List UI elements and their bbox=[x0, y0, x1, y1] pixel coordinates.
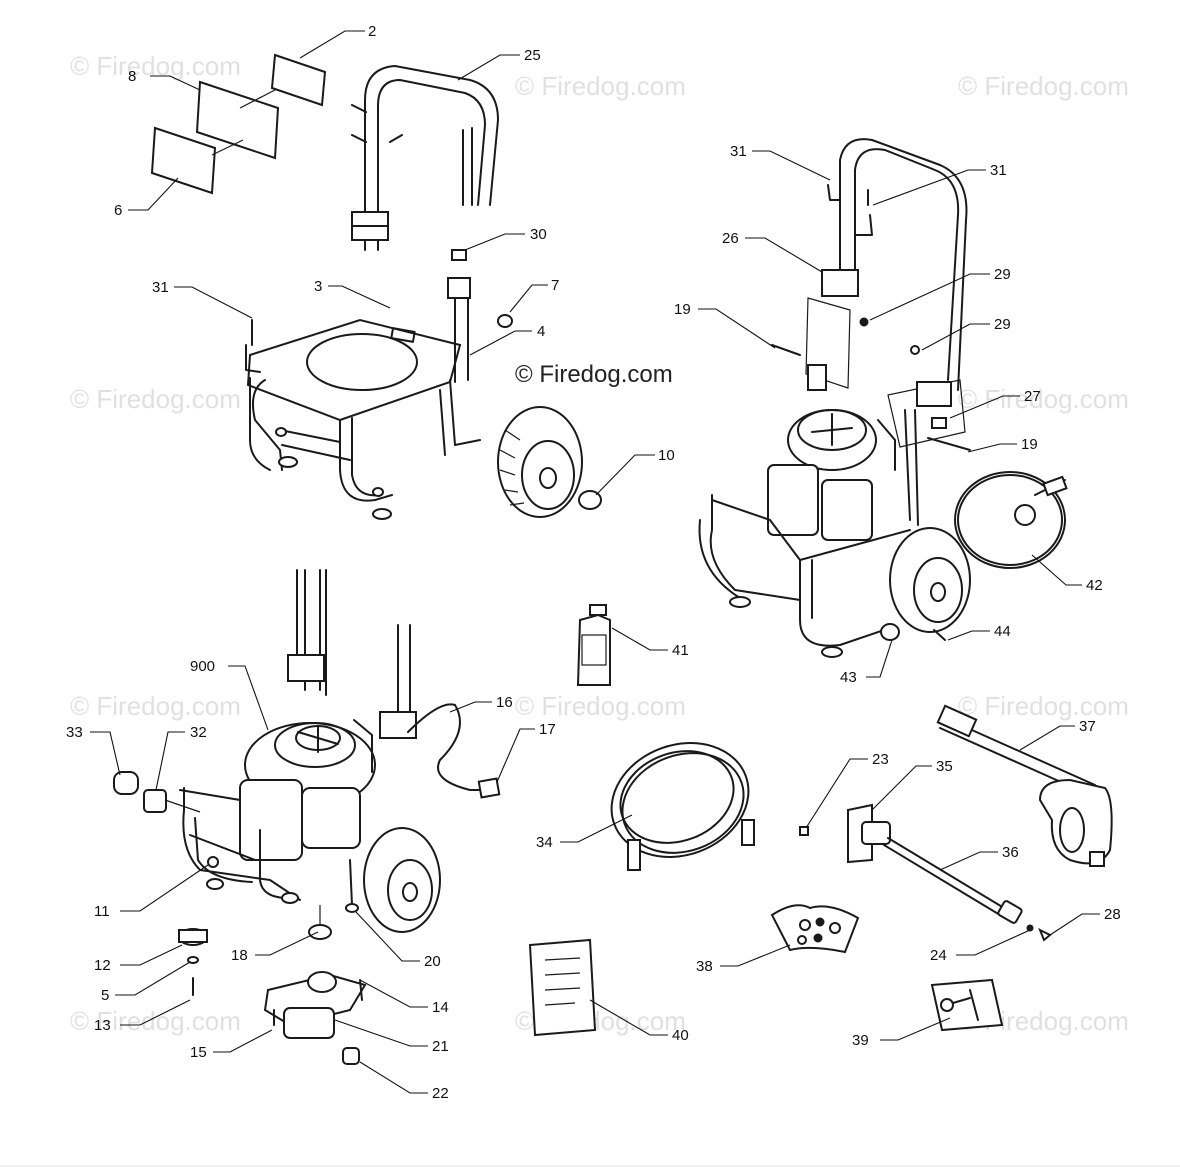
hubcap-10 bbox=[578, 490, 602, 510]
bolt-19b bbox=[927, 437, 971, 451]
callout-15: 15 bbox=[190, 1044, 207, 1061]
callout-34: 34 bbox=[536, 834, 553, 851]
fitting-17 bbox=[477, 777, 501, 799]
callout-39: 39 bbox=[852, 1032, 869, 1049]
callout-8: 8 bbox=[128, 68, 136, 85]
callout-23: 23 bbox=[872, 751, 889, 768]
callout-37: 37 bbox=[1079, 718, 1096, 735]
watermark-text: © Firedog.com bbox=[70, 691, 241, 721]
adapter-32 bbox=[143, 789, 167, 813]
watermark-text: © Firedog.com bbox=[958, 691, 1129, 721]
watermark-text: © Firedog.com bbox=[515, 71, 686, 101]
callout-38: 38 bbox=[696, 958, 713, 975]
handle-25 bbox=[364, 65, 499, 251]
callout-18: 18 bbox=[231, 947, 248, 964]
callout-35: 35 bbox=[936, 758, 953, 775]
washer-5 bbox=[187, 956, 199, 964]
washer-20 bbox=[345, 903, 359, 913]
callout-36: 36 bbox=[1002, 844, 1019, 861]
callout-29: 29 bbox=[994, 266, 1011, 283]
callout-16: 16 bbox=[496, 694, 513, 711]
nut-29b bbox=[910, 345, 920, 355]
bolt-19 bbox=[771, 344, 801, 356]
accessories-figure bbox=[528, 604, 1113, 1037]
callout-2: 2 bbox=[368, 23, 376, 40]
brand-watermark: © Firedog.com bbox=[515, 361, 673, 388]
oring-18 bbox=[308, 924, 332, 940]
callout-44: 44 bbox=[994, 623, 1011, 640]
oil-bottle-41 bbox=[576, 604, 611, 686]
cap-30 bbox=[451, 249, 467, 261]
callout-21: 21 bbox=[432, 1038, 449, 1055]
callout-labels: 2 8 25 6 30 31 3 7 4 10 31 31 26 29 19 2… bbox=[66, 23, 1121, 1102]
hubcap-43 bbox=[880, 623, 900, 641]
callout-5: 5 bbox=[101, 987, 109, 1004]
decal-6 bbox=[150, 126, 217, 195]
callout-19: 19 bbox=[674, 301, 691, 318]
callout-27: 27 bbox=[1024, 388, 1041, 405]
frame-assembly-figure bbox=[150, 53, 602, 520]
callout-4: 4 bbox=[537, 323, 545, 340]
decal-2 bbox=[270, 53, 327, 107]
bracket bbox=[447, 277, 471, 299]
callout-20: 20 bbox=[424, 953, 441, 970]
watermark-layer: © Firedog.com © Firedog.com © Firedog.co… bbox=[70, 51, 1129, 1036]
watermark-text: © Firedog.com bbox=[515, 691, 686, 721]
callout-7: 7 bbox=[551, 277, 559, 294]
cap-22 bbox=[342, 1047, 360, 1065]
decal-35 bbox=[847, 803, 873, 864]
nozzle-kit-38 bbox=[770, 904, 860, 954]
callout-32: 32 bbox=[190, 724, 207, 741]
callout-19b: 19 bbox=[1021, 436, 1038, 453]
manual-40 bbox=[528, 938, 597, 1037]
watermark-text: © Firedog.com bbox=[70, 1006, 241, 1036]
callout-28: 28 bbox=[1104, 906, 1121, 923]
hose-34 bbox=[610, 742, 755, 871]
watermark-text: © Firedog.com bbox=[70, 384, 241, 414]
callout-3: 3 bbox=[314, 278, 322, 295]
spacer-7 bbox=[497, 314, 513, 328]
callout-30: 30 bbox=[530, 226, 547, 243]
engine-pump-figure bbox=[113, 569, 501, 1065]
callout-40: 40 bbox=[672, 1027, 689, 1044]
hose-16 bbox=[407, 703, 486, 791]
nut-29 bbox=[859, 317, 869, 327]
watermark-text: © Firedog.com bbox=[958, 71, 1129, 101]
callout-12: 12 bbox=[94, 957, 111, 974]
leader-lines bbox=[90, 30, 1100, 1094]
callout-24: 24 bbox=[930, 947, 947, 964]
plug-23 bbox=[799, 826, 809, 836]
callout-42: 42 bbox=[1086, 577, 1103, 594]
screw-44 bbox=[933, 629, 946, 641]
callout-6: 6 bbox=[114, 202, 122, 219]
tool-card-39 bbox=[930, 978, 1004, 1032]
nut-11 bbox=[207, 856, 219, 868]
callout-22: 22 bbox=[432, 1085, 449, 1102]
hose-reel-unit-figure bbox=[698, 138, 1068, 658]
hose-reel-42 bbox=[954, 471, 1066, 569]
bracket-26 bbox=[821, 269, 859, 297]
callout-14: 14 bbox=[432, 999, 449, 1016]
cap-33 bbox=[113, 771, 139, 795]
watermark-text: © Firedog.com bbox=[958, 384, 1129, 414]
callout-31: 31 bbox=[152, 279, 169, 296]
callout-11: 11 bbox=[94, 903, 110, 920]
callout-17: 17 bbox=[539, 721, 556, 738]
wand-36 bbox=[887, 837, 1005, 909]
callout-29b: 29 bbox=[994, 316, 1011, 333]
callout-31c: 31 bbox=[990, 162, 1007, 179]
callout-900: 900 bbox=[190, 658, 215, 675]
callout-43: 43 bbox=[840, 669, 857, 686]
callout-13: 13 bbox=[94, 1017, 111, 1034]
callout-25: 25 bbox=[524, 47, 541, 64]
callout-26: 26 bbox=[722, 230, 739, 247]
callout-33: 33 bbox=[66, 724, 83, 741]
spray-gun-37 bbox=[936, 704, 1113, 867]
callout-41: 41 bbox=[672, 642, 689, 659]
callout-10: 10 bbox=[658, 447, 675, 464]
wheel bbox=[497, 406, 583, 518]
callout-31b: 31 bbox=[730, 143, 747, 160]
panel-8 bbox=[195, 80, 280, 160]
